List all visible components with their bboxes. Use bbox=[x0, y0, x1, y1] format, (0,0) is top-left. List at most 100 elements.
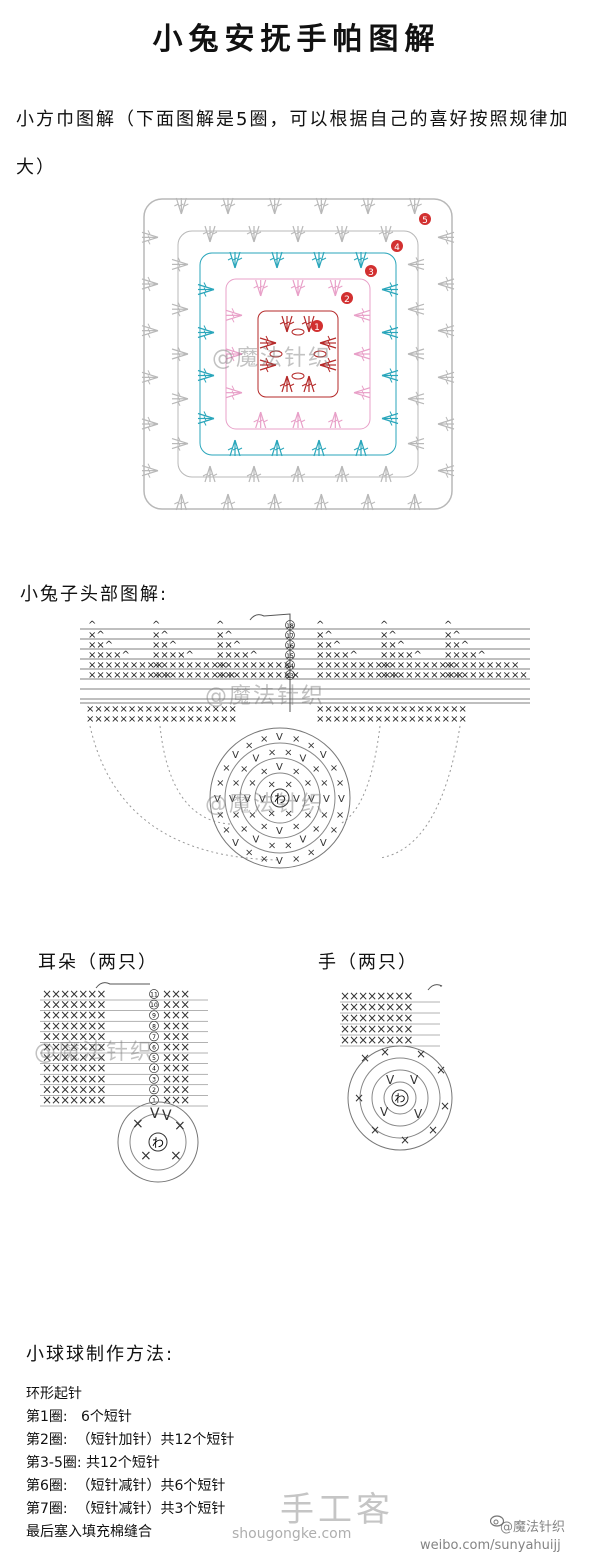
ears-stitch-row: ××× bbox=[162, 998, 189, 1012]
head-circle-stitch: V bbox=[338, 794, 345, 805]
head-stitch-row: ×××××××××× bbox=[316, 670, 400, 681]
stitch-cluster bbox=[259, 335, 277, 351]
ears-stitch-row: ××× bbox=[162, 1008, 189, 1022]
ball-heading: 小球球制作方法: bbox=[26, 1344, 175, 1365]
ears-stitch-row: ××× bbox=[162, 1061, 189, 1075]
head-circle-stitch: V bbox=[300, 835, 307, 846]
svg-text:×: × bbox=[436, 1063, 446, 1077]
stitch-cluster bbox=[197, 368, 215, 383]
stitch-cluster bbox=[279, 375, 295, 393]
stitch-cluster bbox=[174, 197, 189, 215]
hands-chart: ××××××××××××××××××××××××××××××××××××××××… bbox=[340, 984, 453, 1151]
head-circle-stitch: × bbox=[292, 734, 300, 745]
svg-text:×: × bbox=[440, 1099, 450, 1113]
stitch-cluster bbox=[437, 370, 455, 385]
stitch-cluster bbox=[328, 411, 343, 429]
head-circle-stitch: × bbox=[285, 809, 293, 820]
head-circle-stitch: × bbox=[292, 854, 300, 865]
head-circle-stitch: × bbox=[284, 840, 292, 851]
stitch-cluster bbox=[407, 346, 425, 362]
ears-stitch-row: ××××××× bbox=[42, 1008, 105, 1022]
stitch-cluster bbox=[246, 465, 262, 483]
head-circle-stitch: × bbox=[284, 748, 292, 759]
svg-text:V: V bbox=[380, 1105, 389, 1119]
stitch-cluster bbox=[279, 315, 295, 333]
head-circle-stitch: V bbox=[214, 794, 221, 805]
ball-step: 第2圈: （短针加针）共12个短针 bbox=[26, 1432, 235, 1448]
head-stitch-row: ×^ bbox=[444, 630, 461, 641]
weibo-handle: @魔法针织 bbox=[500, 1520, 566, 1535]
head-center-ring: わ bbox=[274, 792, 286, 806]
ball-step: 第1圈: 6个短针 bbox=[26, 1409, 132, 1425]
head-stitch-row: ××××^ bbox=[316, 650, 358, 661]
stitch-cluster bbox=[407, 257, 425, 272]
stitch-cluster bbox=[353, 439, 369, 457]
head-circle-stitch: × bbox=[320, 778, 328, 789]
stitch-cluster bbox=[141, 323, 159, 338]
stitch-cluster bbox=[290, 465, 306, 483]
svg-text:V: V bbox=[414, 1107, 423, 1121]
round-badges: 1 2 3 4 5 bbox=[311, 213, 431, 333]
stitch-cluster bbox=[301, 375, 317, 393]
svg-text:×: × bbox=[170, 1148, 182, 1164]
hands-stitch-row: ×××××××× bbox=[340, 989, 412, 1003]
stitch-cluster bbox=[437, 230, 455, 245]
head-stitch-row: ×××××××××× bbox=[152, 670, 236, 681]
svg-text:×: × bbox=[370, 1123, 380, 1137]
stitch-cluster bbox=[171, 436, 189, 451]
stitch-cluster bbox=[360, 493, 376, 511]
head-circle-stitch: × bbox=[248, 778, 256, 789]
head-circle-stitch: × bbox=[304, 778, 312, 789]
head-circle-stitch: V bbox=[276, 856, 283, 867]
head-circle-stitch: × bbox=[268, 779, 276, 790]
stitch-cluster bbox=[197, 411, 215, 426]
head-stitch-row: ××××^ bbox=[216, 650, 258, 661]
round-1-badge: 1 bbox=[314, 323, 320, 333]
head-circle-stitch: × bbox=[336, 810, 344, 821]
stitch-cluster bbox=[437, 276, 455, 292]
head-stitch-row: ××××^ bbox=[152, 650, 194, 661]
stitch-cluster bbox=[314, 493, 329, 511]
head-circle-stitch: × bbox=[330, 825, 338, 836]
svg-text:×: × bbox=[132, 1116, 144, 1132]
svg-text:V: V bbox=[150, 1106, 160, 1122]
head-stitch-row: ^ bbox=[380, 620, 388, 631]
ears-stitch-row: ××× bbox=[162, 1072, 189, 1086]
head-stitch-row: ××××^ bbox=[380, 650, 422, 661]
stitch-cluster bbox=[269, 439, 285, 457]
svg-text:×: × bbox=[380, 1045, 390, 1059]
round-4-badge: 4 bbox=[394, 243, 400, 253]
stitch-cluster bbox=[437, 323, 455, 338]
ears-stitch-row: ××××××× bbox=[42, 987, 105, 1001]
weibo-icon bbox=[490, 1515, 505, 1527]
svg-text:V: V bbox=[162, 1108, 172, 1124]
head-stitch-row: ×^ bbox=[88, 630, 105, 641]
stitch-cluster bbox=[381, 282, 399, 297]
round-3-badge: 3 bbox=[368, 268, 374, 278]
head-circle-stitch: V bbox=[276, 762, 283, 773]
head-circle-stitch: × bbox=[268, 809, 276, 820]
head-stitch-row: ^ bbox=[216, 620, 224, 631]
stitch-cluster bbox=[227, 251, 243, 269]
stitch-cluster bbox=[197, 282, 215, 297]
stitch-cluster bbox=[437, 416, 455, 432]
head-stitch-row: ××^ bbox=[152, 640, 177, 651]
hands-stitch-row: ×××××××× bbox=[340, 1011, 412, 1025]
svg-text:×: × bbox=[140, 1148, 152, 1164]
head-stitch-row: ×××××××××× bbox=[216, 670, 300, 681]
head-circle-stitch: × bbox=[260, 854, 268, 865]
head-circle-stitch: V bbox=[259, 794, 266, 805]
head-circle-stitch: × bbox=[268, 748, 276, 759]
stitch-cluster bbox=[437, 463, 455, 478]
stitch-cluster bbox=[253, 411, 268, 429]
head-chart: 181716151413^^^^^^×^×^×^×^×^×^××^××^××^×… bbox=[80, 613, 530, 869]
ears-row-number: 11 bbox=[150, 992, 158, 999]
stitch-cluster bbox=[381, 325, 399, 340]
head-circle-stitch: V bbox=[276, 826, 283, 837]
stitch-cluster bbox=[311, 251, 327, 269]
head-circle-stitch: × bbox=[307, 848, 315, 859]
ball-step: 第6圈: （短针减针）共6个短针 bbox=[26, 1478, 226, 1494]
head-stitch-row: ××××××××× bbox=[316, 660, 391, 671]
ball-step: 第3-5圈: 共12个短针 bbox=[26, 1455, 160, 1471]
stitch-cluster bbox=[381, 368, 399, 383]
